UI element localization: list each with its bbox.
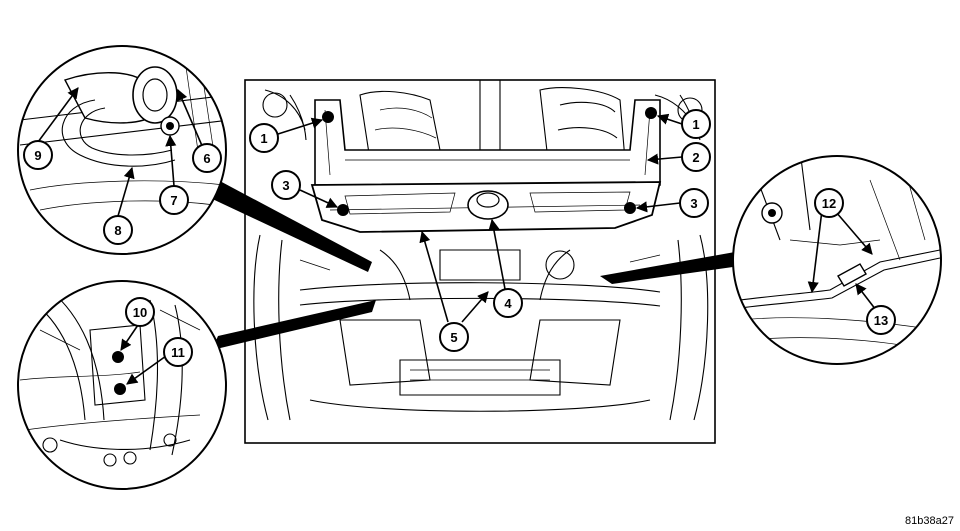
svg-text:3: 3: [282, 178, 289, 193]
callout-6: 6: [192, 143, 222, 173]
leader-4: [488, 218, 506, 290]
svg-text:12: 12: [822, 196, 836, 211]
callout-12: 12: [814, 188, 844, 218]
svg-text:5: 5: [450, 330, 457, 345]
callout-1-left: 1: [249, 123, 279, 153]
callout-5: 5: [439, 322, 469, 352]
callout-1-right: 1: [681, 109, 711, 139]
callout-8: 8: [103, 215, 133, 245]
callout-13: 13: [866, 305, 896, 335]
leader-5-b: [461, 291, 489, 323]
svg-text:9: 9: [34, 148, 41, 163]
connector-wedge-right: [600, 252, 740, 284]
callout-2: 2: [681, 142, 711, 172]
svg-text:7: 7: [170, 193, 177, 208]
svg-text:1: 1: [692, 117, 699, 132]
detail-view-bottom-left: 10 11: [17, 280, 227, 490]
svg-text:13: 13: [874, 313, 888, 328]
undercarriage-drawing: [253, 80, 709, 421]
leader-3-left: [299, 189, 339, 208]
svg-text:10: 10: [133, 305, 147, 320]
svg-text:6: 6: [203, 151, 210, 166]
leader-3-right: [635, 201, 681, 213]
callout-3-right: 3: [679, 188, 709, 218]
svg-text:2: 2: [692, 150, 699, 165]
leader-2: [646, 153, 683, 165]
svg-text:1: 1: [260, 131, 267, 146]
connector-wedge-bottom-left: [212, 300, 376, 350]
leader-1-left: [277, 117, 324, 135]
callout-9: 9: [23, 140, 53, 170]
figure-code: 81b38a27: [905, 515, 954, 527]
svg-text:4: 4: [504, 296, 512, 311]
svg-text:11: 11: [171, 345, 185, 360]
connector-wedge-top-left: [206, 180, 372, 272]
svg-text:8: 8: [114, 223, 121, 238]
callout-10: 10: [125, 297, 155, 327]
leader-1-right: [656, 113, 683, 125]
callout-4: 4: [493, 288, 523, 318]
leader-5-a: [419, 230, 449, 323]
callout-7: 7: [159, 185, 189, 215]
callout-11: 11: [163, 337, 193, 367]
main-view-panel: 1 1 2 3 3 4 5: [244, 79, 716, 444]
svg-text:3: 3: [690, 196, 697, 211]
detail-view-top-left: 9 6 7 8: [17, 45, 227, 255]
detail-view-right: 12 13: [732, 155, 942, 365]
callout-3-left: 3: [271, 170, 301, 200]
